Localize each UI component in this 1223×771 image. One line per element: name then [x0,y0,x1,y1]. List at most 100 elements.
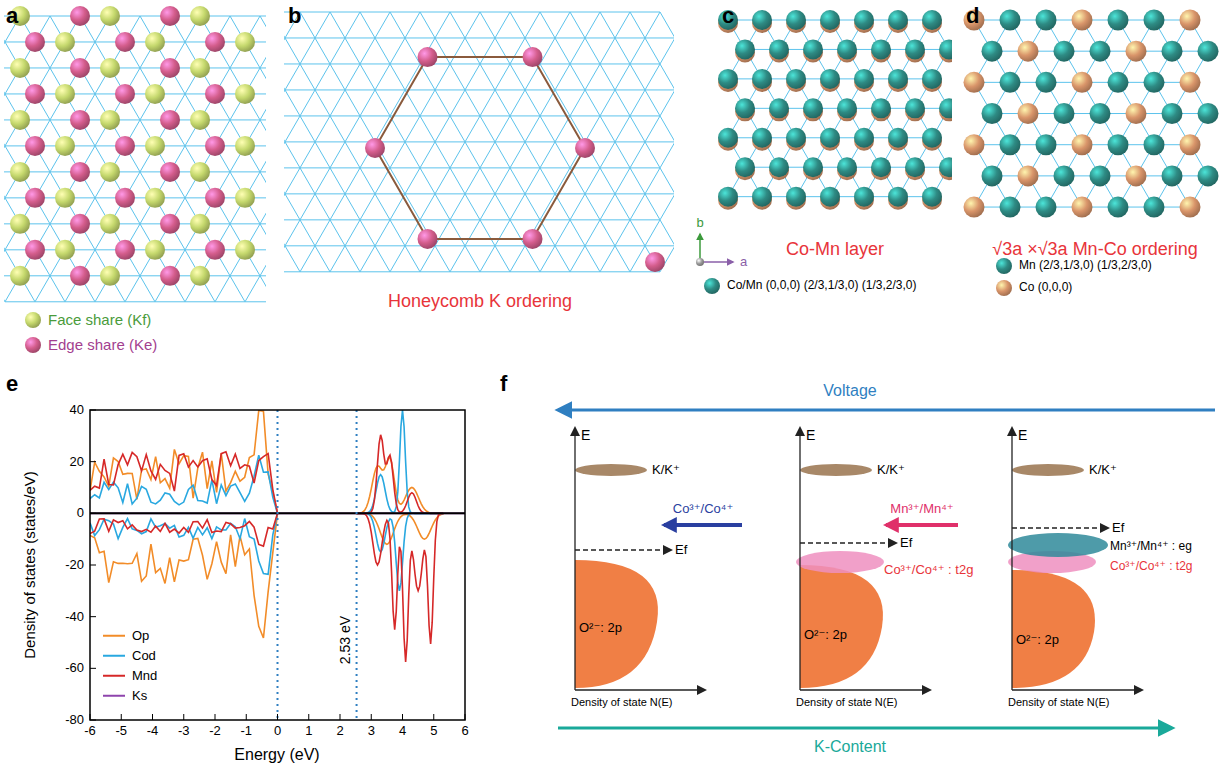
tick-label: -4 [147,724,159,738]
lattice-lines [435,141,465,142]
lattice-lines [645,220,660,246]
band-panel [575,428,705,690]
k-atom [10,214,30,234]
co-mn-atom [854,69,874,89]
lattice-lines [375,246,390,272]
lattice-lines [660,38,674,64]
lattice-lines [480,271,510,272]
lattice-lines [435,246,450,272]
legend-swatch [995,279,1013,297]
lattice-lines [185,301,215,302]
co-mn-atom [735,39,755,59]
tick [152,714,153,720]
lattice-lines [450,167,480,168]
k-atom [190,214,210,234]
dos-curve [357,513,444,544]
co-mn-atom [888,128,908,151]
lattice-lines [525,90,540,116]
lattice-lines [375,194,390,220]
mn-co-atom [1036,134,1057,155]
lattice-lines [570,246,585,272]
lattice-lines [285,220,300,246]
lattice-lines [260,119,266,120]
lattice-lines [330,116,345,142]
lattice-lines [570,271,600,272]
k-atom [25,84,45,104]
mn-co-atom [1090,165,1111,186]
lattice-lines [540,38,555,64]
panel-title: Honeycomb K ordering [388,292,572,312]
lattice-lines [645,141,674,142]
lattice-lines [4,94,5,120]
lattice-lines [465,12,480,38]
mn-co-atom [964,197,985,218]
lattice-lines [330,64,345,90]
lattice-lines [315,64,330,90]
axis-name: E [806,428,815,443]
k-atom [190,6,210,26]
lattice-lines [450,246,465,272]
lattice-lines [465,64,480,90]
lattice-lines [645,142,660,168]
lattice-lines [728,20,949,197]
lattice-lines [510,12,540,13]
k-atom [235,136,255,156]
mn-co-atom [1000,10,1021,31]
lattice-lines [284,12,674,272]
co-mn-atom [735,98,755,118]
lattice-lines [615,89,645,90]
tick [215,714,216,720]
lattice-lines [450,219,480,220]
lattice-lines [510,38,525,64]
lattice-lines [435,193,465,194]
legend-item: Cod [102,649,156,663]
lattice-lines [555,89,585,90]
co-mn-atom [854,128,874,151]
lattice-lines [585,220,600,246]
lattice-lines [510,194,525,220]
mn-co-atom [1072,197,1093,218]
legend-text: Co/Mn (0,0,0) (2/3,1/3,0) (1/3,2/3,0) [727,279,916,292]
lattice-lines [615,142,630,168]
lattice-lines [300,115,330,116]
redox-label: Co³⁺/Co⁴⁺ [673,502,734,516]
co-mn-atom [837,39,857,62]
lattice-lines [315,193,345,194]
lattice-lines [360,219,390,220]
lattice-lines [315,90,330,116]
swatch-line [103,675,125,677]
lattice-lines [330,12,360,13]
lattice-lines [645,116,660,142]
lattice-lines [465,89,495,90]
lattice-lines [600,12,615,38]
k-atom [205,240,225,260]
axis-name: E [581,428,590,443]
band-label: Co³⁺/Co⁴⁺ : t2g [1110,560,1193,573]
energy-axis [1011,428,1012,690]
axis-title: Density of states (states/eV) [22,471,39,659]
lattice-lines [600,194,615,220]
lattice-lines [570,63,600,64]
legend-item: Face share (Kf) [24,311,151,329]
mn-co-atom [1036,10,1057,31]
lattice-lines [555,90,570,116]
tick-label: 2 [336,724,343,738]
co-mn-atom [820,10,840,30]
lattice-lines [330,219,360,220]
lattice-lines [540,12,555,38]
lattice-lines [330,220,345,246]
lattice-lines [480,116,495,142]
lattice-lines [615,37,645,38]
k-atom [55,240,75,260]
lattice-lines [555,168,570,194]
lattice-lines [315,12,330,38]
lattice-lines [630,194,645,220]
k-level [575,464,647,476]
lattice-lines [330,167,360,168]
dos-axis [575,689,705,690]
lattice-lines [360,246,375,272]
mn-co-atom [1054,41,1075,62]
o-2p-band [800,565,883,688]
k-atom [205,32,225,52]
lattice-lines [600,38,615,64]
